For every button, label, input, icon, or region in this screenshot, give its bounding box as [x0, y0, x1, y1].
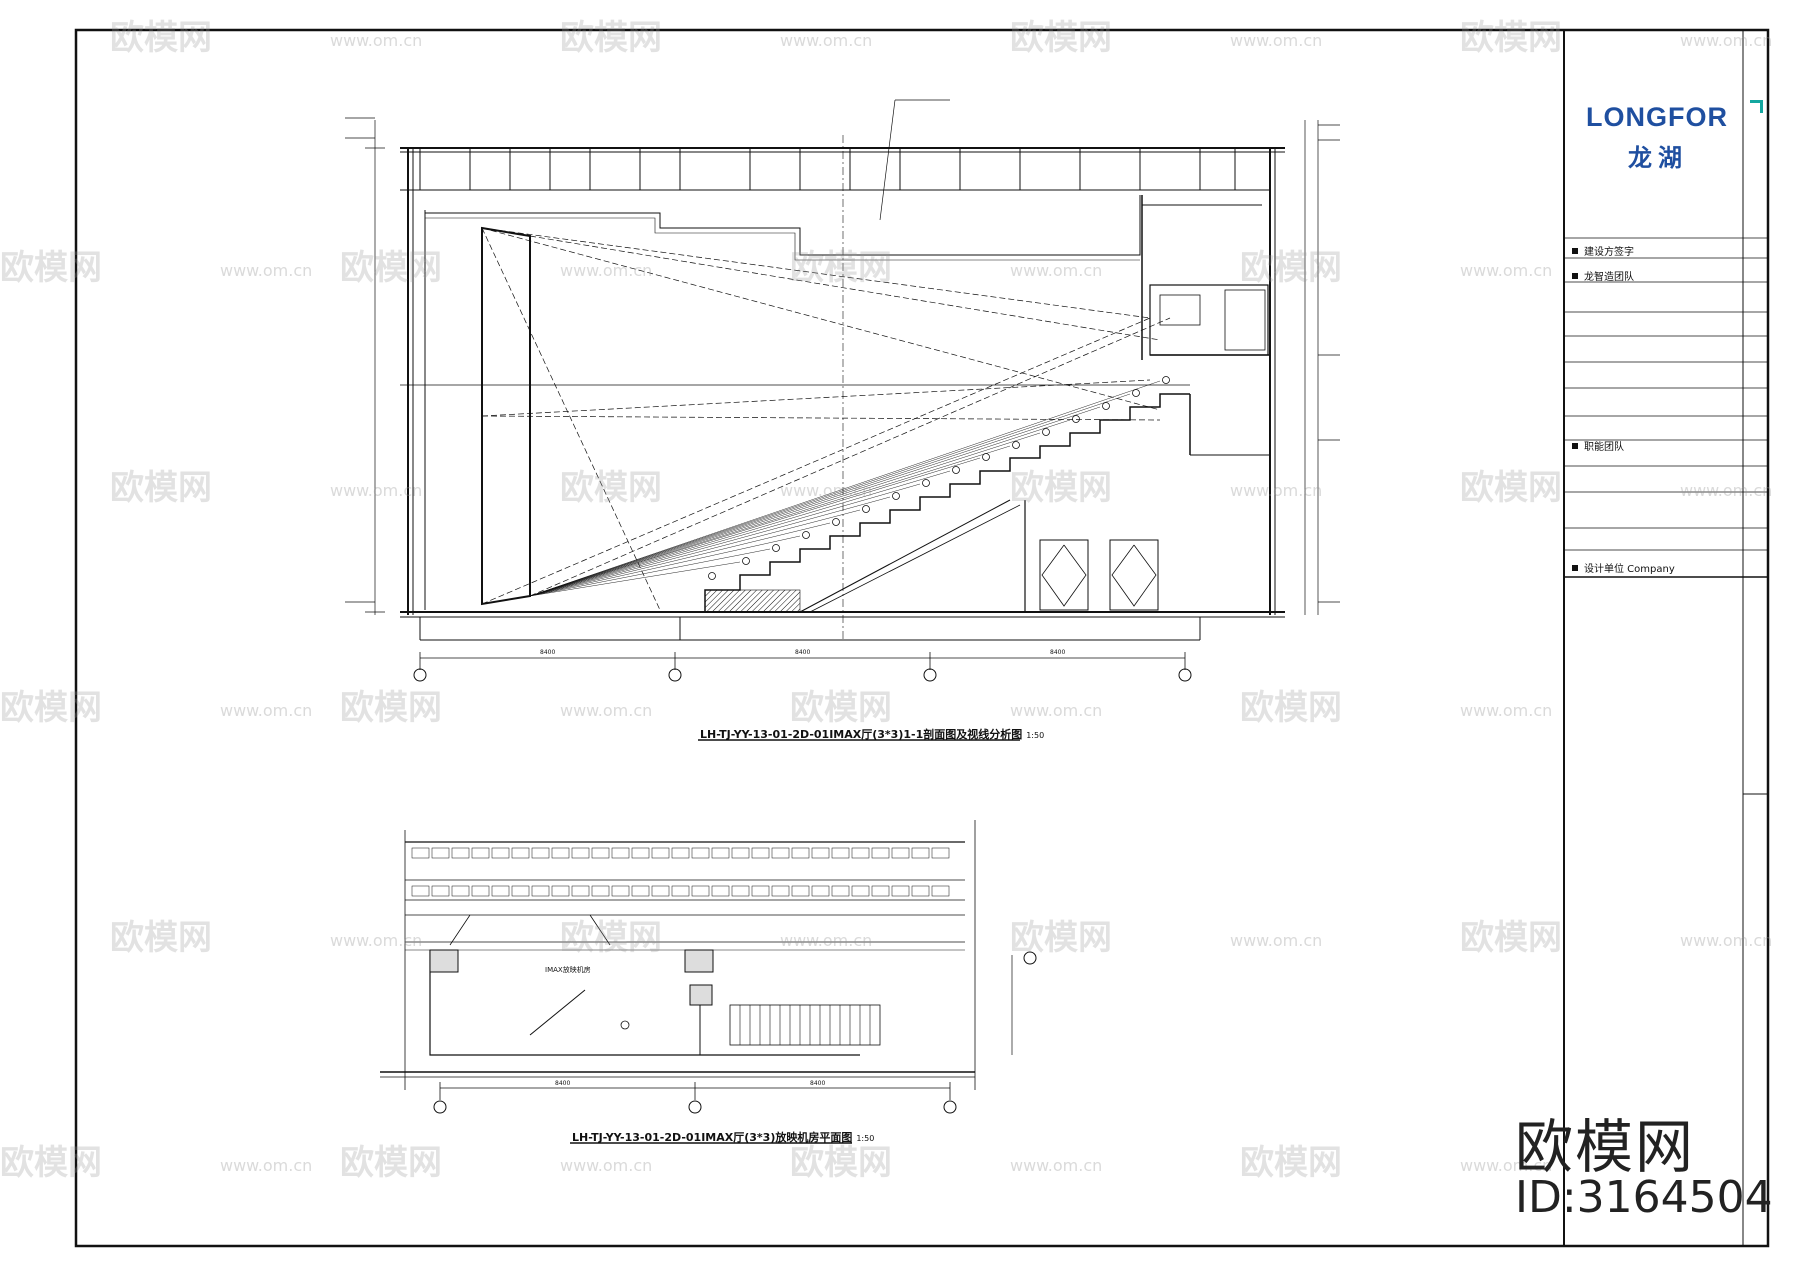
plan-seat — [591, 885, 610, 897]
plan-seat — [931, 847, 950, 859]
plan-seat — [611, 847, 630, 859]
tb-row-label: 建设方签字 — [1584, 247, 1634, 258]
plan-seat — [791, 847, 810, 859]
plan-seat — [851, 847, 870, 859]
plan-seat — [911, 885, 930, 897]
plan-seat — [551, 847, 570, 859]
plan-seat — [451, 847, 470, 859]
titleblock-grid — [1564, 237, 1768, 551]
plan-seat — [651, 885, 670, 897]
plan-seat — [771, 885, 790, 897]
plan-seat — [751, 885, 770, 897]
square-bullet-icon — [1572, 565, 1578, 571]
plan-seat — [411, 885, 430, 897]
section-drawing — [345, 99, 1340, 741]
section-dim-1: 8400 — [540, 649, 555, 656]
tb-row-label: 职能团队 — [1584, 442, 1624, 453]
plan-seat — [491, 847, 510, 859]
plan-seat — [691, 885, 710, 897]
plan-room-label: IMAX放映机房 — [545, 965, 591, 974]
plan-seat — [671, 847, 690, 859]
plan-seat — [471, 847, 490, 859]
plan-seat — [871, 885, 890, 897]
plan-seat — [451, 885, 470, 897]
section-dims: 8400 8400 8400 — [540, 649, 1065, 656]
plan-seat — [691, 847, 710, 859]
plan-seat — [831, 847, 850, 859]
plan-dim-2: 8400 — [810, 1080, 825, 1087]
plan-seat — [431, 847, 450, 859]
plan-seat — [531, 847, 550, 859]
section-caption-text: LH-TJ-YY-13-01-2D-01IMAX厅(3*3)1-1剖面图及视线分… — [700, 728, 1023, 741]
tb-row-function-team: 职能团队 — [1572, 438, 1624, 453]
section-dim-3: 8400 — [1050, 649, 1065, 656]
plan-seat — [511, 885, 530, 897]
tb-row-label: 龙智造团队 — [1584, 272, 1634, 283]
sheet-border — [74, 28, 1770, 1248]
plan-seat — [831, 885, 850, 897]
plan-seat — [631, 847, 650, 859]
title-block: LONGFOR 龙湖 建设方签字 龙智造团队 职能团队 设计单位 Company — [1564, 38, 1769, 1246]
plan-drawing — [380, 820, 1037, 1144]
plan-seat — [571, 847, 590, 859]
watermark-id: ID:3164504 — [1515, 1172, 1773, 1223]
plan-dim-1: 8400 — [555, 1080, 570, 1087]
plan-seat — [851, 885, 870, 897]
plan-seat — [531, 885, 550, 897]
plan-seat — [651, 847, 670, 859]
tb-row-smart-team: 龙智造团队 — [1572, 268, 1634, 283]
section-caption: LH-TJ-YY-13-01-2D-01IMAX厅(3*3)1-1剖面图及视线分… — [700, 726, 1044, 742]
plan-seat — [731, 847, 750, 859]
plan-seat — [871, 847, 890, 859]
plan-seat — [811, 885, 830, 897]
longfor-logo-cn: 龙湖 — [1628, 144, 1688, 172]
plan-seat — [811, 847, 830, 859]
tb-row-design-company: 设计单位 Company — [1572, 560, 1675, 575]
plan-seat — [931, 885, 950, 897]
plan-seat — [511, 847, 530, 859]
section-dim-2: 8400 — [795, 649, 810, 656]
plan-seat — [911, 847, 930, 859]
plan-seat — [591, 847, 610, 859]
plan-scale: 1:50 — [856, 1134, 875, 1143]
plan-seat — [711, 885, 730, 897]
longfor-logo-text: LONGFOR — [1586, 102, 1728, 132]
plan-seat — [891, 847, 910, 859]
section-scale: 1:50 — [1026, 731, 1045, 740]
plan-seat — [611, 885, 630, 897]
plan-seat — [711, 847, 730, 859]
plan-seat — [571, 885, 590, 897]
square-bullet-icon — [1572, 443, 1578, 449]
plan-seat — [431, 885, 450, 897]
plan-seat — [731, 885, 750, 897]
plan-seat — [751, 847, 770, 859]
tb-row-client-sign: 建设方签字 — [1572, 243, 1634, 258]
plan-seat — [631, 885, 650, 897]
plan-seat — [491, 885, 510, 897]
plan-seat — [771, 847, 790, 859]
tb-row-label: 设计单位 Company — [1584, 564, 1675, 575]
plan-seat — [671, 885, 690, 897]
watermark-brand-large: 欧模网 — [1515, 1113, 1696, 1181]
longfor-logo-mark-icon — [1750, 100, 1763, 113]
plan-caption-text: LH-TJ-YY-13-01-2D-01IMAX厅(3*3)放映机房平面图 — [572, 1131, 853, 1144]
square-bullet-icon — [1572, 248, 1578, 254]
plan-seat — [551, 885, 570, 897]
plan-seat — [471, 885, 490, 897]
plan-seat — [791, 885, 810, 897]
plan-dims: 8400 8400 IMAX放映机房 — [545, 965, 825, 1087]
plan-seat — [891, 885, 910, 897]
square-bullet-icon — [1572, 273, 1578, 279]
plan-seat — [411, 847, 430, 859]
